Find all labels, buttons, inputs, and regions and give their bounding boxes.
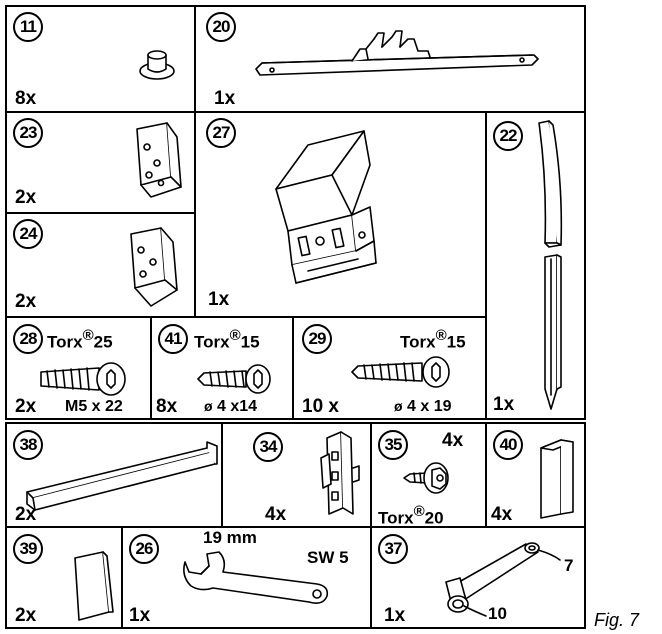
dimension-28: M5 x 22 [65,398,123,415]
cell-part-34: 34 4x [221,422,372,528]
quantity-22: 1x [493,394,515,415]
quantity-29: 10 x [302,396,339,417]
figure-label: Fig. 7 [594,610,640,630]
long-rail-icon [255,30,539,76]
guide-profile-22-icon [538,120,563,410]
cell-part-29: 29 Torx®15 10 x ø 4 x 19 [292,316,487,420]
quantity-38: 2x [15,504,37,525]
torx-label-35: Torx®20 [378,503,444,528]
quantity-34: 4x [265,504,287,525]
quantity-11: 8x [15,88,37,109]
quantity-20: 1x [214,88,236,109]
cell-part-35: 35 4x Torx®20 [370,422,487,528]
cap-plug-icon [139,50,175,80]
cell-part-24: 24 2x [5,212,196,318]
cover-plate-39-icon [74,551,114,621]
part-number-37: 37 [378,534,408,564]
mounting-bracket-27-icon [275,130,377,284]
cover-strip-38-icon [26,441,218,511]
socket-size-10: 10 [488,604,507,623]
dimension-29: ø 4 x 19 [394,398,452,415]
part-number-22: 22 [493,121,523,151]
socket-key-37-icon [445,542,561,617]
part-number-39: 39 [13,534,43,564]
socket-size-7: 7 [564,556,574,575]
torx-label-28: Torx®25 [47,327,113,352]
part-number-23: 23 [13,118,43,148]
wood-screw-41-icon [197,364,271,394]
wood-screw-29-icon [351,356,450,388]
bracket-24-icon [130,227,178,307]
bracket-23-icon [136,122,182,198]
torx-label-29: Torx®15 [400,327,466,352]
flange-screw-35-icon [403,462,449,494]
cell-part-11: 11 8x [5,5,196,113]
part-number-27: 27 [206,118,236,148]
wrench-size-19mm: 19 mm [203,528,257,547]
part-number-26: 26 [129,534,159,564]
torx-label-41: Torx®15 [194,327,260,352]
part-number-40: 40 [493,430,523,460]
machine-screw-28-icon [40,362,126,396]
part-number-35: 35 [378,430,408,460]
quantity-39: 2x [15,605,37,626]
quantity-24: 2x [15,291,37,312]
quantity-28: 2x [15,396,37,417]
part-number-29: 29 [302,324,332,354]
quantity-40: 4x [491,504,513,525]
part-number-38: 38 [13,430,43,460]
cell-part-28: 28 Torx®25 2x M5 x 22 [5,316,152,420]
cell-part-38: 38 2x [5,422,223,528]
part-number-28: 28 [13,324,43,354]
hinge-clip-34-icon [320,431,360,515]
part-number-24: 24 [13,219,43,249]
cell-part-27: 27 1x [194,111,487,318]
quantity-27: 1x [208,289,230,310]
cell-part-20: 20 1x [194,5,586,113]
cell-part-26: 26 19 mm SW 5 1x [121,526,372,629]
dimension-41: ø 4 x14 [204,398,258,415]
part-number-20: 20 [206,12,236,42]
cell-part-22: 22 1x [485,111,586,420]
quantity-41: 8x [156,396,178,417]
cell-part-39: 39 2x [5,526,123,629]
part-number-41: 41 [158,324,188,354]
cell-part-37: 37 7 10 1x [370,526,586,629]
wrench-size-sw5: SW 5 [307,548,349,567]
part-number-34: 34 [253,432,283,462]
quantity-37: 1x [384,605,406,626]
quantity-26: 1x [129,605,151,626]
part-number-11: 11 [13,12,43,42]
quantity-23: 2x [15,187,37,208]
wrench-icon [183,551,329,604]
cell-part-40: 40 4x [485,422,586,528]
end-cap-40-icon [540,439,574,519]
cell-part-41: 41 Torx®15 8x ø 4 x14 [150,316,294,420]
cell-part-23: 23 2x [5,111,196,214]
quantity-35: 4x [442,430,464,451]
